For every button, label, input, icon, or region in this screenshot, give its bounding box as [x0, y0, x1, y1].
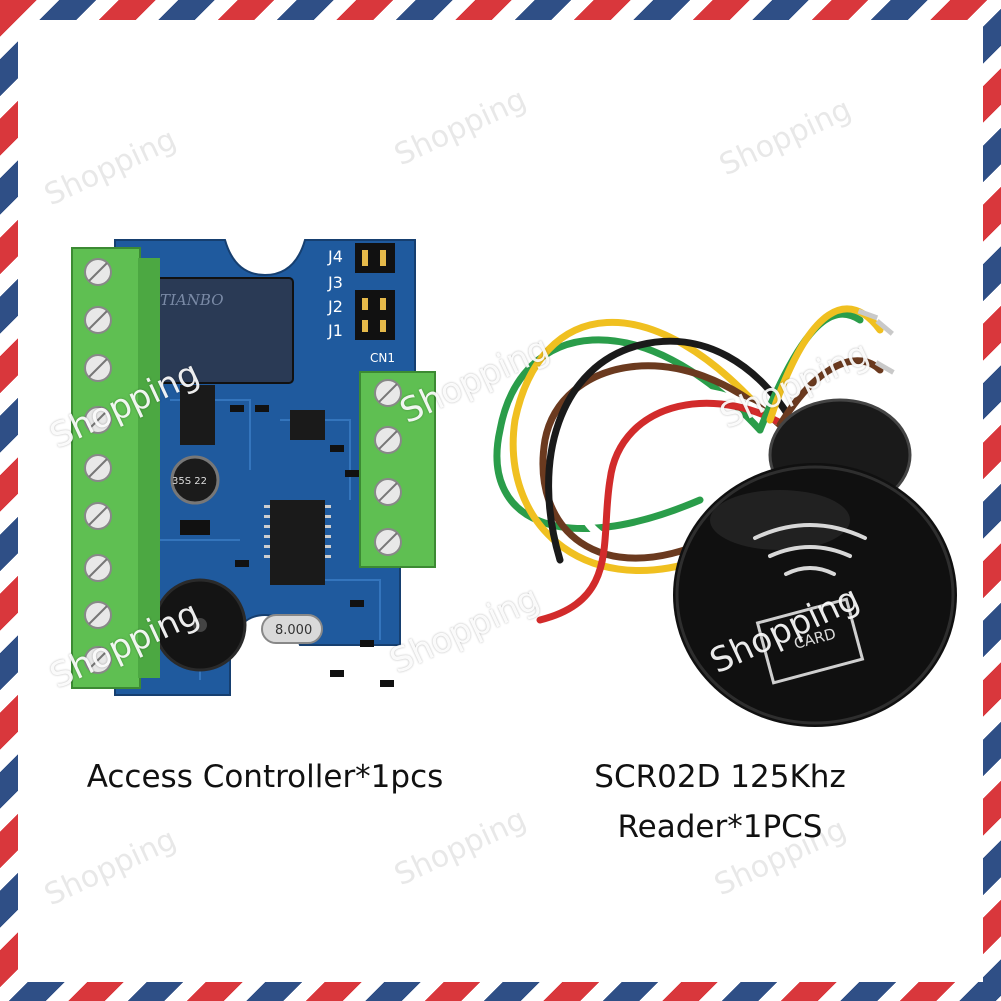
- capacitor-label: 35S 22: [172, 476, 207, 487]
- crystal-oscillator: [261, 614, 323, 644]
- jumper-label-j4: J4: [327, 247, 343, 266]
- ic-regulator: [180, 385, 215, 445]
- reader-wires: [493, 305, 884, 624]
- ic-small: [290, 410, 325, 440]
- right-terminal-block: [359, 371, 436, 568]
- crystal-label: 8.000: [275, 623, 312, 638]
- ic-main: [270, 500, 325, 585]
- rfid-wave-icon: [753, 523, 867, 576]
- connector-label: CN1: [370, 351, 395, 365]
- jumper-label-j1: J1: [327, 321, 343, 340]
- left-terminal-blocks: [71, 247, 160, 689]
- reader-body: CARD: [673, 398, 957, 727]
- reader-caption-line1: SCR02D 125Khz: [594, 759, 846, 795]
- jumper-label-j2: J2: [327, 297, 343, 316]
- jumper-label-j3: J3: [327, 273, 343, 292]
- jumper-block: [355, 243, 395, 340]
- electrolytic-capacitor: [170, 455, 220, 505]
- controller-caption: Access Controller*1pcs: [86, 759, 444, 795]
- relay-brand-label: TIANBO: [160, 291, 224, 309]
- reader-caption-line2: Reader*1PCS: [617, 809, 823, 845]
